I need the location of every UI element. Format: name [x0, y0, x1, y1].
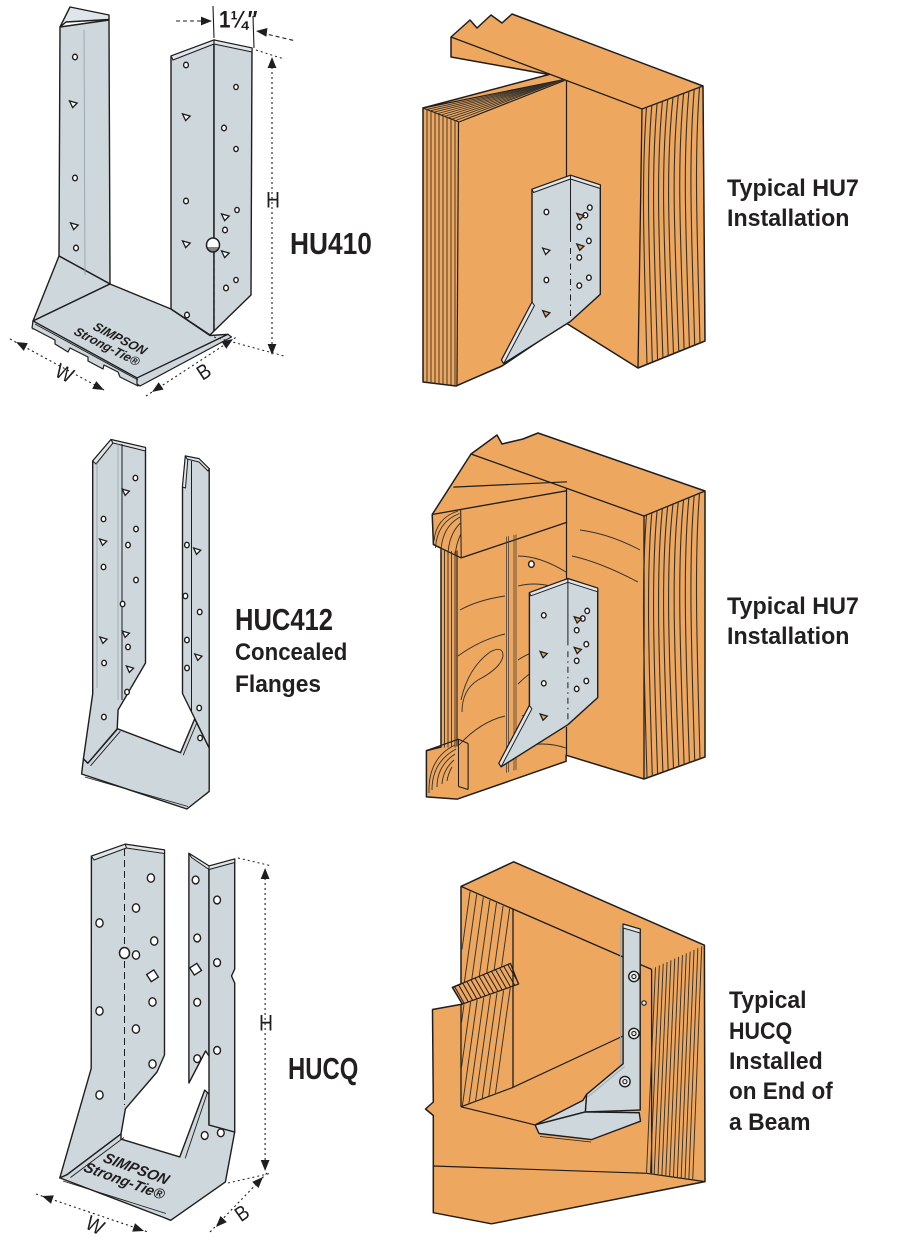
svg-text:H: H: [259, 1011, 273, 1035]
svg-text:1¼″: 1¼″: [219, 6, 258, 33]
svg-text:H: H: [266, 188, 280, 212]
